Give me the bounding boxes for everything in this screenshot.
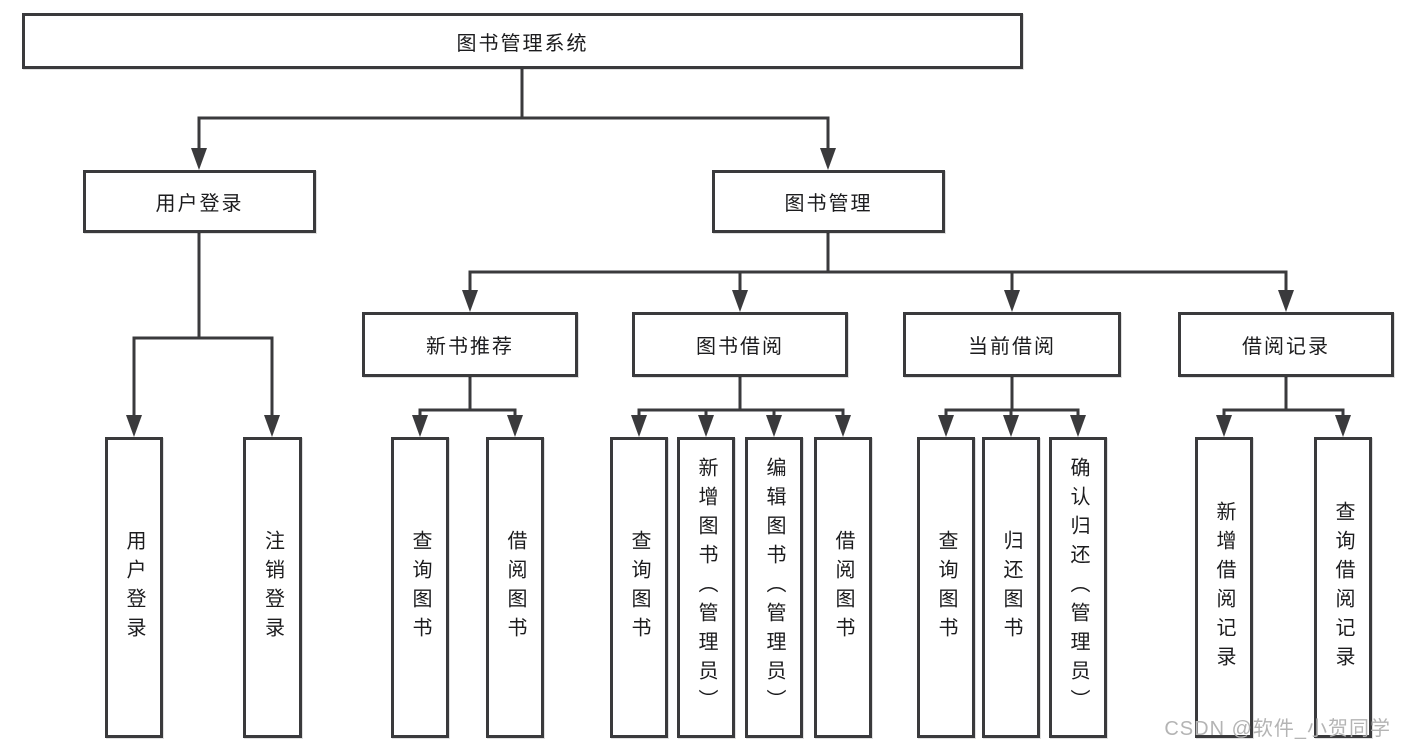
leaf-edit-book-admin: 编辑图书（管理员） (745, 437, 803, 738)
leaf-add-borrow-record-label: 新增借阅记录 (1213, 500, 1235, 675)
node-new-book-recommend-label: 新书推荐 (426, 336, 514, 358)
leaf-edit-book-admin-label: 编辑图书（管理员） (763, 457, 785, 718)
leaf-user-login-label: 用户登录 (123, 529, 145, 646)
node-book-management: 图书管理 (712, 170, 945, 233)
leaf-return-books-label: 归还图书 (1000, 529, 1022, 646)
leaf-confirm-return-admin: 确认归还（管理员） (1049, 437, 1107, 738)
leaf-borrow-books-recommend-label: 借阅图书 (504, 529, 526, 646)
leaf-query-books-borrow: 查询图书 (610, 437, 668, 738)
node-borrow-records-label: 借阅记录 (1242, 336, 1330, 358)
node-current-borrow-label: 当前借阅 (968, 336, 1056, 358)
leaf-add-book-admin-label: 新增图书（管理员） (695, 457, 717, 718)
leaf-return-books: 归还图书 (982, 437, 1040, 738)
leaf-query-books-current: 查询图书 (917, 437, 975, 738)
node-root: 图书管理系统 (22, 13, 1023, 69)
node-root-label: 图书管理系统 (456, 32, 589, 55)
leaf-query-books-current-label: 查询图书 (935, 529, 957, 646)
node-borrow-records: 借阅记录 (1178, 312, 1394, 377)
node-user-login: 用户登录 (83, 170, 316, 233)
node-book-borrow-label: 图书借阅 (696, 336, 784, 358)
leaf-query-books-recommend-label: 查询图书 (409, 529, 431, 646)
leaf-borrow-books-borrow-label: 借阅图书 (832, 529, 854, 646)
leaf-logout: 注销登录 (243, 437, 302, 738)
csdn-watermark: CSDN @软件_小贺同学 (1164, 718, 1391, 740)
leaf-query-books-recommend: 查询图书 (391, 437, 449, 738)
node-book-borrow: 图书借阅 (632, 312, 848, 377)
leaf-user-login: 用户登录 (105, 437, 163, 738)
leaf-borrow-books-borrow: 借阅图书 (814, 437, 872, 738)
leaf-confirm-return-admin-label: 确认归还（管理员） (1067, 457, 1089, 718)
leaf-query-borrow-record: 查询借阅记录 (1314, 437, 1372, 738)
leaf-borrow-books-recommend: 借阅图书 (486, 437, 544, 738)
node-new-book-recommend: 新书推荐 (362, 312, 578, 377)
node-current-borrow: 当前借阅 (903, 312, 1121, 377)
node-book-management-label: 图书管理 (784, 193, 873, 215)
leaf-add-borrow-record: 新增借阅记录 (1195, 437, 1253, 738)
leaf-add-book-admin: 新增图书（管理员） (677, 437, 735, 738)
leaf-query-borrow-record-label: 查询借阅记录 (1332, 500, 1354, 675)
leaf-logout-label: 注销登录 (261, 529, 284, 646)
node-user-login-label: 用户登录 (155, 193, 244, 215)
leaf-query-books-borrow-label: 查询图书 (628, 529, 650, 646)
